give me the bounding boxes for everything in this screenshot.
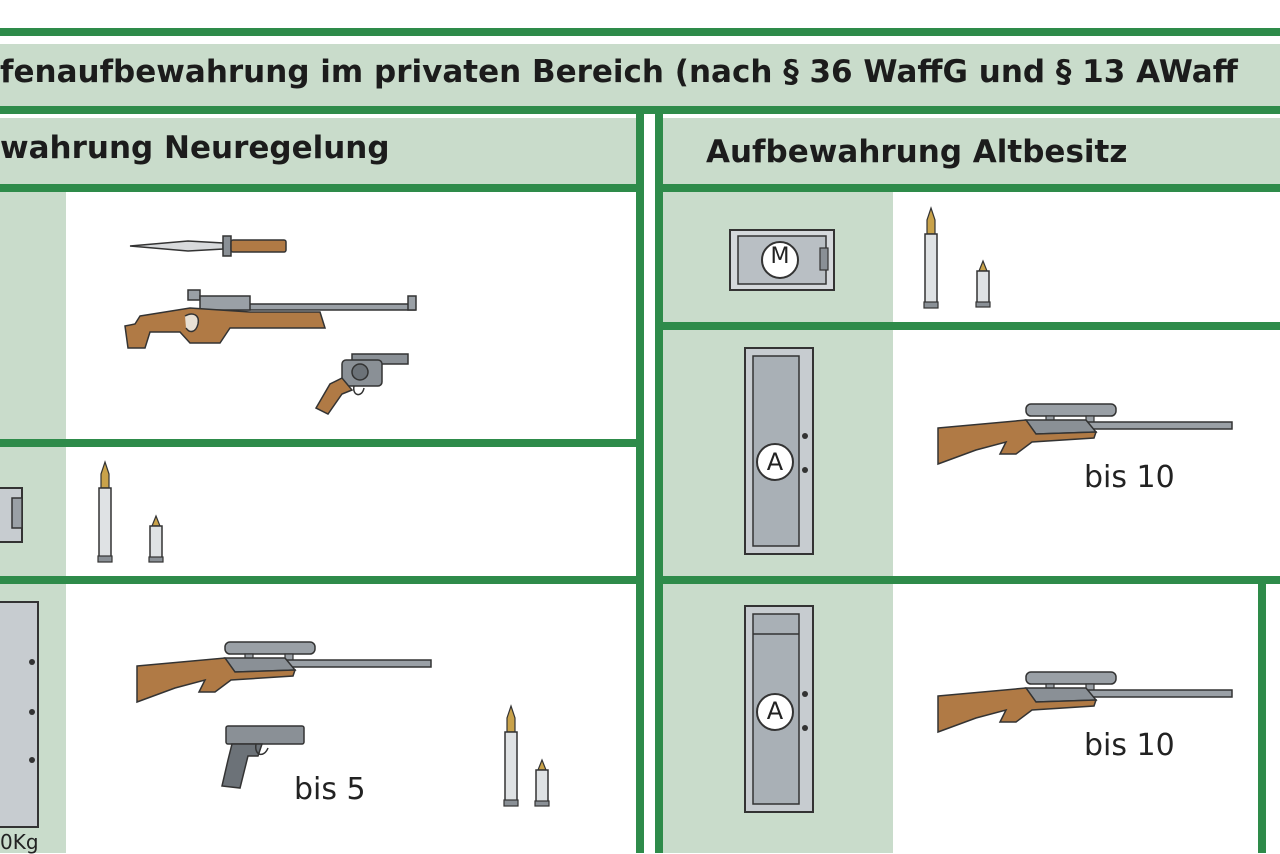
hunting-rifle-icon bbox=[937, 671, 1233, 734]
right-heading-bar bbox=[663, 118, 1280, 184]
sport-rifle-icon bbox=[124, 289, 417, 349]
cartridge-icon bbox=[534, 758, 550, 807]
right-heading-border bbox=[655, 184, 1280, 192]
cabinet-badge: A bbox=[766, 697, 784, 725]
hunting-rifle-icon bbox=[136, 641, 432, 704]
left-row-divider-2 bbox=[0, 576, 643, 584]
safe-icon bbox=[0, 487, 23, 543]
left-section-right-border bbox=[636, 114, 644, 853]
right-section-left-border bbox=[655, 114, 663, 853]
safe-badge: M bbox=[770, 244, 790, 269]
gun-cabinet-icon bbox=[0, 601, 39, 828]
title-bar bbox=[0, 44, 1280, 106]
right-heading: Aufbewahrung Altbesitz bbox=[706, 134, 1128, 170]
right-row1-content bbox=[893, 192, 1280, 322]
bayonet-icon bbox=[129, 235, 287, 257]
right-row-divider-1 bbox=[655, 322, 1280, 330]
right-row-divider-2 bbox=[655, 576, 1280, 584]
gun-cabinet-icon bbox=[744, 347, 814, 555]
left-heading-bar bbox=[0, 118, 636, 184]
safe-icon bbox=[729, 229, 835, 291]
cabinet-badge: A bbox=[766, 448, 784, 476]
cartridge-icon bbox=[97, 460, 113, 563]
weight-label: 0Kg bbox=[0, 830, 39, 854]
cartridge-icon bbox=[503, 704, 519, 807]
top-frame-line bbox=[0, 28, 1280, 36]
page-title: fenaufbewahrung im privaten Bereich (nac… bbox=[0, 54, 1238, 90]
left-heading-border bbox=[0, 184, 643, 192]
gun-cabinet-icon bbox=[744, 605, 814, 813]
title-bar-border bbox=[0, 106, 1280, 114]
quantity-label: bis 5 bbox=[294, 772, 366, 807]
left-heading: wahrung Neuregelung bbox=[0, 130, 390, 166]
cartridge-icon bbox=[975, 259, 991, 308]
quantity-label: bis 10 bbox=[1084, 460, 1175, 495]
quantity-label: bis 10 bbox=[1084, 728, 1175, 763]
left-row-divider-1 bbox=[0, 439, 643, 447]
revolver-icon bbox=[314, 353, 409, 415]
pistol-icon bbox=[221, 725, 305, 789]
cartridge-icon bbox=[923, 206, 939, 309]
hunting-rifle-icon bbox=[937, 403, 1233, 466]
right-inner-border bbox=[1258, 584, 1266, 853]
cartridge-icon bbox=[148, 514, 164, 563]
